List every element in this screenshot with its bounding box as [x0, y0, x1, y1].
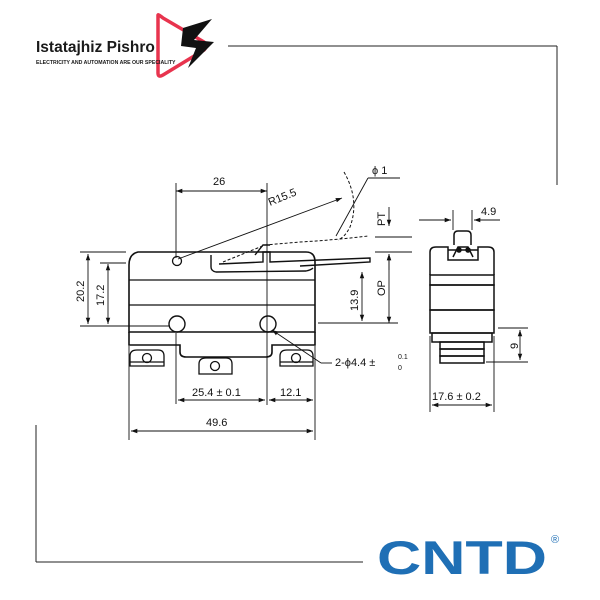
- side-dimension-lines: [419, 210, 528, 412]
- dim-hole-height: 13.9: [349, 290, 361, 311]
- frame-lines: [35, 45, 558, 563]
- dim-overall-length: 49.6: [206, 417, 227, 429]
- dim-pt: PT: [376, 212, 388, 226]
- manufacturer-name: CNTD: [377, 531, 547, 584]
- dim-hole-spacing: 25.4 ± 0.1: [192, 387, 241, 399]
- side-view: [429, 230, 495, 364]
- dim-terminal-height: 9: [509, 343, 521, 349]
- brand-tagline: ELECTRICITY AND AUTOMATION ARE OUR SPECI…: [36, 60, 176, 66]
- switch-base: [128, 332, 316, 358]
- terminal-right: [279, 349, 314, 367]
- dim-radius: R15.5: [267, 187, 299, 209]
- mounting-hole-right: [259, 315, 277, 333]
- switch-body: [128, 251, 316, 333]
- mounting-hole-left: [168, 315, 186, 333]
- dim-hole-tol-lower: 0: [398, 365, 402, 372]
- dimension-lines: [80, 177, 412, 440]
- dim-lever-width: 26: [213, 176, 225, 188]
- brand-name: Istatajhiz Pishro: [36, 39, 155, 56]
- lever-travel-arc: [222, 235, 369, 263]
- dim-body-height: 17.2: [95, 285, 107, 306]
- dim-hole-note: 2-ϕ4.4 ± 0.1 0: [335, 354, 408, 372]
- front-view: [128, 171, 371, 375]
- manufacturer-logo: CNTD ®: [377, 531, 559, 584]
- dim-hole-tol-upper: 0.1: [398, 354, 408, 361]
- dim-total-height: 20.2: [75, 281, 87, 302]
- play-bolt-icon: [156, 13, 214, 78]
- dim-op: OP: [376, 280, 388, 296]
- terminal-middle: [198, 357, 233, 375]
- dim-hole-offset: 12.1: [280, 387, 301, 399]
- dim-side-width: 17.6 ± 0.2: [432, 391, 481, 403]
- terminal-left: [129, 349, 165, 367]
- dim-hole-note-prefix: 2-ϕ4.4 ±: [335, 357, 375, 369]
- actuator-lever: [210, 244, 371, 273]
- registered-mark: ®: [551, 534, 559, 546]
- pivot-point: [171, 255, 183, 267]
- dim-plunger-width: 4.9: [481, 206, 496, 218]
- dim-roller-diameter: ϕ 1: [372, 165, 387, 177]
- brand-logo: Istatajhiz Pishro ELECTRICITY AND AUTOMA…: [36, 13, 214, 78]
